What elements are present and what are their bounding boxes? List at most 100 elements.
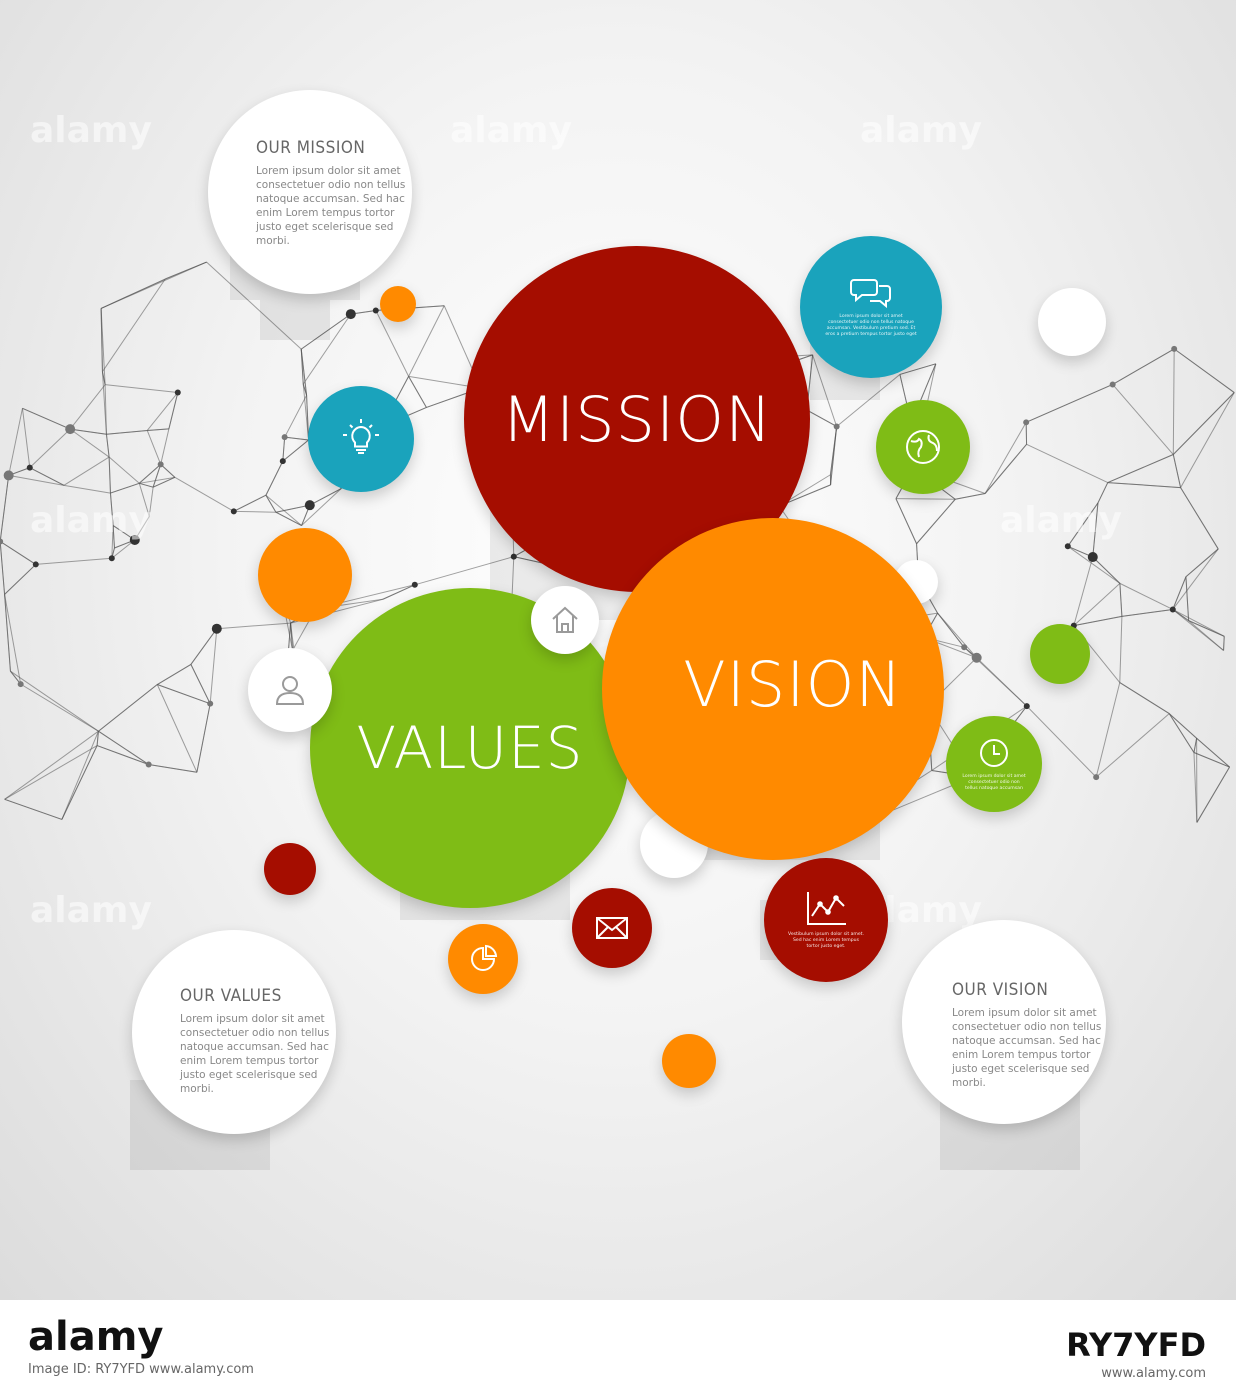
network-node: [833, 423, 840, 430]
info-circle-values: OUR VALUES Lorem ipsum dolor sit amet co…: [132, 930, 336, 1134]
clock-icon: [980, 739, 1008, 767]
network-link: [148, 764, 197, 773]
network-link: [4, 730, 99, 800]
network-link: [284, 395, 308, 438]
network-link: [21, 408, 31, 468]
network-link: [1026, 443, 1108, 484]
network-link: [1185, 576, 1190, 621]
info-circle-mission: OUR MISSION Lorem ipsum dolor sit amet c…: [208, 90, 412, 294]
network-link: [1073, 582, 1121, 627]
network-link: [895, 498, 918, 544]
network-node: [961, 644, 968, 651]
network-node: [65, 424, 76, 435]
network-link: [22, 407, 71, 430]
network-link: [300, 349, 308, 396]
info-title: OUR MISSION: [256, 138, 366, 158]
network-link: [1180, 487, 1219, 550]
network-link: [146, 392, 179, 431]
network-link: [1092, 556, 1121, 584]
network-link: [1172, 609, 1225, 637]
network-link: [984, 444, 1027, 494]
network-link: [4, 745, 98, 800]
network-node: [1023, 419, 1030, 426]
network-link: [382, 584, 415, 600]
network-link: [1223, 636, 1225, 651]
chat-bubbles-icon: [850, 279, 891, 309]
network-link: [414, 556, 514, 586]
network-link: [156, 684, 198, 773]
network-node: [1023, 703, 1030, 710]
network-link: [104, 384, 107, 435]
network-link: [1193, 738, 1198, 753]
network-link: [1097, 482, 1109, 504]
network-link: [375, 310, 410, 377]
stock-footer: alamy Image ID: RY7YFD www.alamy.com RY7…: [0, 1300, 1236, 1390]
network-link: [309, 488, 342, 506]
pie-chart-icon: [471, 944, 498, 971]
network-link: [101, 371, 106, 385]
network-link: [20, 683, 99, 732]
network-link: [282, 437, 286, 462]
network-link: [265, 494, 277, 513]
dot-red: [264, 843, 316, 895]
footer-logo: alamy: [28, 1314, 164, 1360]
network-link: [0, 475, 10, 542]
icon-caption: Lorem ipsum dolor sit amet consectetuer …: [962, 774, 1026, 791]
network-link: [111, 525, 114, 559]
network-link: [109, 493, 114, 526]
dot-orange: [662, 1034, 716, 1088]
network-link: [937, 612, 978, 659]
network-link: [1025, 384, 1113, 423]
network-link: [108, 457, 111, 494]
icon-circle-home: [531, 586, 599, 654]
network-link: [284, 436, 309, 441]
network-link: [301, 488, 342, 526]
network-node: [372, 307, 379, 314]
network-node: [1169, 606, 1176, 613]
network-link: [836, 374, 901, 427]
network-node: [157, 461, 164, 468]
icon-circle-user: [248, 648, 332, 732]
network-link: [1067, 545, 1121, 584]
network-link: [61, 745, 98, 820]
network-link: [96, 731, 99, 746]
network-link: [1073, 615, 1122, 627]
network-link: [1026, 705, 1097, 778]
network-node: [129, 534, 140, 545]
network-link: [1119, 583, 1123, 617]
network-node: [279, 458, 286, 465]
icon-circle-linechart: Vestibulum ipsum dolor sit amet. Sed hac…: [764, 858, 888, 982]
network-link: [1172, 609, 1189, 622]
network-link: [1112, 384, 1174, 455]
network-link: [4, 594, 22, 685]
info-title: OUR VISION: [952, 980, 1049, 1000]
watermark: alamy: [450, 110, 572, 151]
network-link: [29, 428, 71, 469]
network-link: [955, 493, 986, 500]
network-link: [1073, 556, 1094, 626]
network-node: [1109, 381, 1116, 388]
network-link: [937, 612, 965, 648]
envelope-icon: [596, 917, 628, 939]
dot-green: [1030, 624, 1090, 684]
network-link: [63, 484, 111, 494]
network-node: [1093, 774, 1100, 781]
network-link: [69, 384, 106, 430]
house-icon: [552, 606, 578, 633]
network-link: [1193, 752, 1230, 768]
network-link: [138, 483, 150, 517]
network-node: [32, 561, 39, 568]
network-link: [209, 628, 218, 704]
core-label-mission: MISSION: [501, 382, 773, 456]
network-link: [1172, 548, 1219, 610]
network-link: [152, 464, 162, 488]
network-link: [233, 494, 267, 512]
network-link: [408, 376, 427, 408]
network-link: [168, 392, 179, 429]
network-link: [165, 261, 207, 280]
info-body: Lorem ipsum dolor sit amet consectetuer …: [180, 1013, 330, 1095]
network-link: [1119, 616, 1123, 683]
network-link: [1092, 502, 1099, 558]
network-link: [1095, 682, 1121, 778]
globe-icon: [906, 430, 940, 464]
